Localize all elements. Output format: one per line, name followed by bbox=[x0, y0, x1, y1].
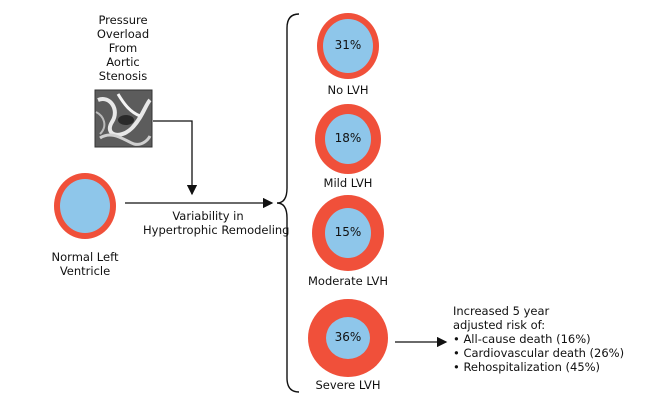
echo-connector-arrow bbox=[153, 120, 198, 196]
pressure-overload-line-5: Stenosis bbox=[98, 69, 148, 83]
severe-lvh-label: Severe LVH bbox=[315, 378, 381, 392]
no-lvh-label: No LVH bbox=[327, 83, 369, 97]
risk-text-block: Increased 5 year adjusted risk of: • All… bbox=[453, 304, 624, 374]
mild-lvh-percent: 18% bbox=[334, 131, 362, 145]
no-lvh-circle bbox=[317, 13, 379, 79]
curly-brace bbox=[276, 13, 300, 393]
risk-heading-line-1: Increased 5 year bbox=[453, 304, 550, 318]
risk-item-rehospitalization: • Rehospitalization (45%) bbox=[453, 360, 601, 374]
pressure-overload-line-1: Pressure bbox=[98, 13, 148, 27]
normal-ventricle-line-2: Ventricle bbox=[59, 264, 111, 278]
mild-lvh-label: Mild LVH bbox=[323, 176, 373, 190]
moderate-lvh-percent: 15% bbox=[334, 225, 362, 239]
normal-ventricle-label: Normal Left Ventricle bbox=[40, 250, 130, 278]
no-lvh-percent: 31% bbox=[334, 38, 362, 52]
risk-item-cardiovascular: • Cardiovascular death (26%) bbox=[453, 346, 625, 360]
risk-heading-line-2: adjusted risk of: bbox=[453, 318, 546, 332]
moderate-lvh-label: Moderate LVH bbox=[307, 274, 388, 288]
variability-line-1: Variability in bbox=[172, 209, 244, 223]
variability-label: Variability in Hypertrophic Remodeling bbox=[143, 209, 290, 237]
pressure-overload-line-4: Aortic bbox=[106, 55, 140, 69]
moderate-lvh-circle bbox=[312, 195, 384, 271]
echocardiogram-image bbox=[94, 89, 153, 148]
pressure-overload-line-2: Overload bbox=[96, 27, 150, 41]
pressure-overload-line-3: From bbox=[108, 41, 138, 55]
normal-ventricle-line-1: Normal Left bbox=[51, 250, 119, 264]
severe-lvh-circle bbox=[308, 299, 388, 377]
variability-line-2: Hypertrophic Remodeling bbox=[143, 223, 290, 237]
mild-lvh-circle bbox=[315, 104, 381, 174]
risk-item-all-cause: • All-cause death (16%) bbox=[453, 332, 591, 346]
pressure-overload-label: Pressure Overload From Aortic Stenosis bbox=[88, 13, 158, 83]
normal-ventricle-circle bbox=[54, 173, 116, 239]
severe-lvh-percent: 36% bbox=[334, 330, 362, 344]
